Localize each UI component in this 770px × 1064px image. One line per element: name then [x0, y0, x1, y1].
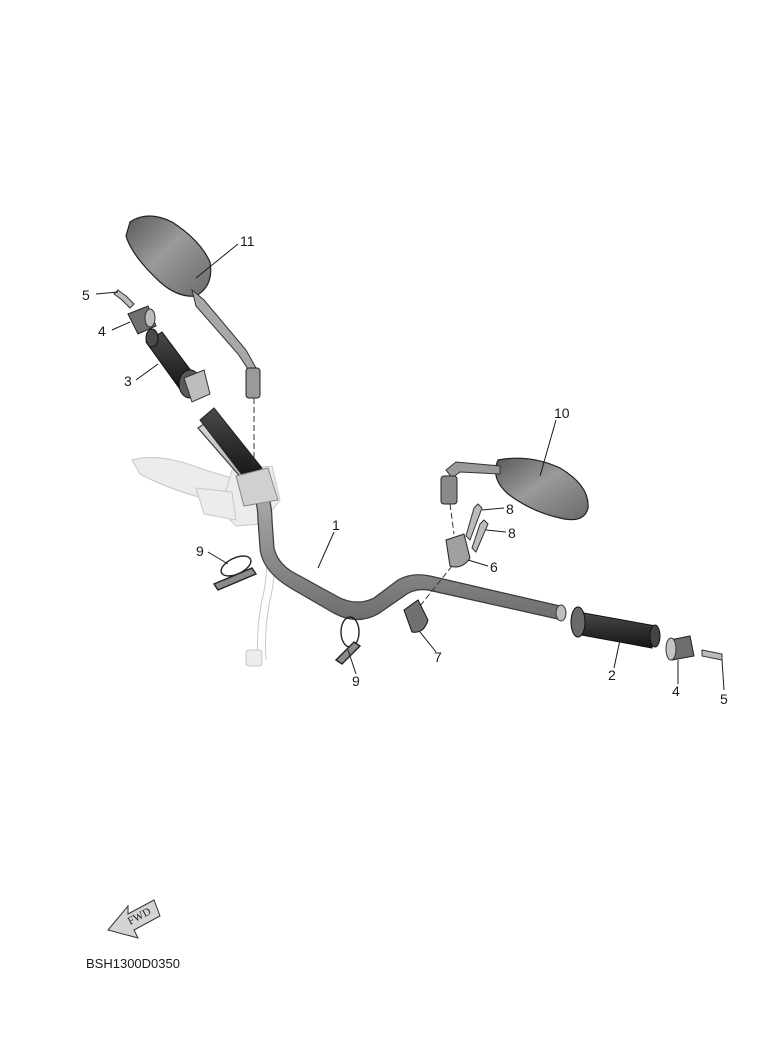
screw-right-part-5 — [701, 649, 723, 661]
callout-2: 2 — [608, 667, 616, 683]
callout-10: 10 — [554, 405, 570, 421]
callout-1: 1 — [332, 517, 340, 533]
callout-7: 7 — [434, 649, 442, 665]
callout-9-left: 9 — [196, 543, 204, 559]
mirror-holder-part-6 — [419, 533, 471, 607]
bolts-part-8 — [465, 503, 489, 553]
bar-end-right-part-4 — [665, 635, 695, 661]
handlebar-part-1 — [197, 419, 567, 622]
grip-right-part-2 — [570, 606, 661, 649]
callout-5-left: 5 — [82, 287, 90, 303]
mirror-left-part-11 — [125, 215, 261, 466]
callout-9-center: 9 — [352, 673, 360, 689]
callout-6: 6 — [490, 559, 498, 575]
grip-left-part-3 — [145, 328, 211, 403]
cable-tie-center-part-9 — [334, 616, 362, 665]
callout-4-left: 4 — [98, 323, 106, 339]
callout-8-upper: 8 — [506, 501, 514, 517]
drawing-code: BSH1300D0350 — [86, 956, 180, 971]
leader-lines — [95, 243, 725, 691]
left-grip-tube — [199, 407, 279, 507]
fwd-arrow-icon: FWD — [107, 899, 161, 939]
screw-left-part-5 — [113, 289, 135, 309]
callout-11: 11 — [240, 233, 255, 249]
clamp-part-7 — [403, 599, 429, 633]
callout-8-lower: 8 — [508, 525, 516, 541]
bar-end-left-part-4 — [127, 305, 157, 335]
mirror-right-part-10 — [440, 457, 589, 535]
callout-3: 3 — [124, 373, 132, 389]
callout-5-right: 5 — [720, 691, 728, 707]
callout-numbers: 11 5 4 3 10 8 8 1 6 9 7 9 2 4 5 — [82, 233, 728, 707]
cable-tie-left-part-9 — [212, 555, 258, 591]
callout-4-right: 4 — [672, 683, 680, 699]
